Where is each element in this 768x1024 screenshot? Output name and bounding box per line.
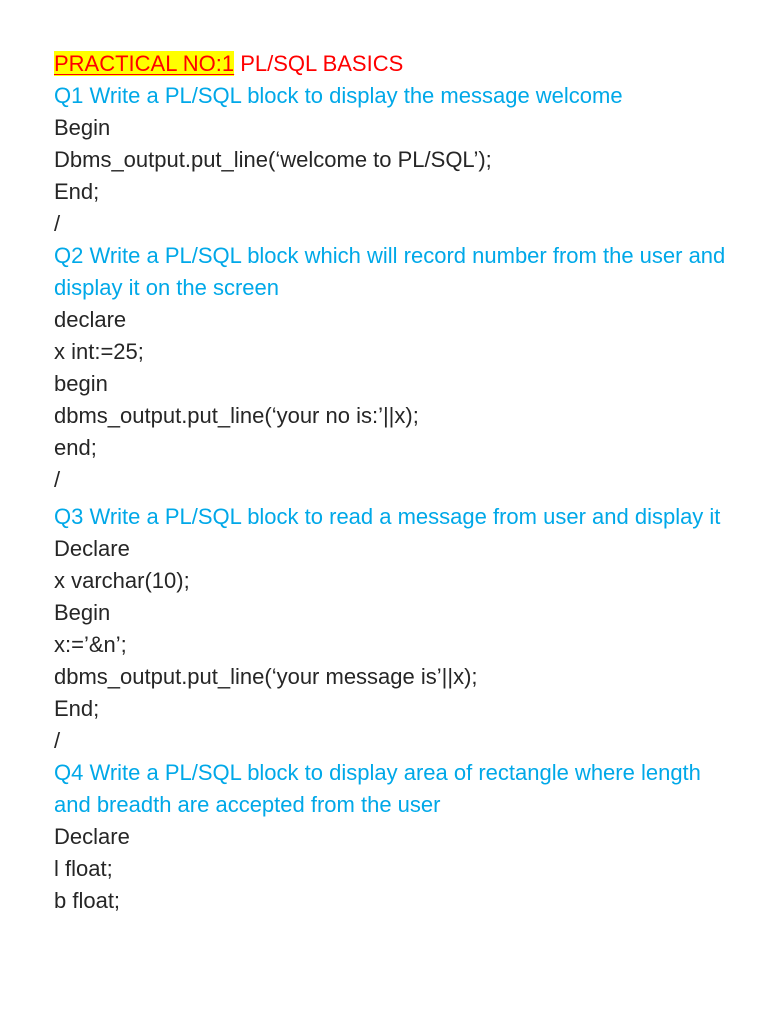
code-line: Begin [54, 115, 111, 140]
code-line: l float; [54, 856, 113, 881]
question-section-4: Q4 Write a PL/SQL block to display area … [54, 757, 734, 917]
question-2-text: Q2 Write a PL/SQL block which will recor… [54, 243, 726, 300]
code-line: x int:=25; [54, 339, 144, 364]
question-section-1: Q1 Write a PL/SQL block to display the m… [54, 80, 734, 240]
code-line: begin [54, 371, 108, 396]
code-terminator: / [54, 211, 61, 236]
code-terminator: / [54, 467, 61, 492]
question-1-text: Q1 Write a PL/SQL block to display the m… [54, 83, 623, 108]
code-line: declare [54, 307, 127, 332]
code-line: Declare [54, 536, 130, 561]
code-terminator: / [54, 728, 61, 753]
code-line: dbms_output.put_line(‘your no is:’||x); [54, 403, 419, 428]
practical-number-highlight: PRACTICAL NO:1 [54, 51, 235, 76]
code-line: Dbms_output.put_line(‘welcome to PL/SQL’… [54, 147, 492, 172]
practical-title: PRACTICAL NO:1 PL/SQL BASICS [54, 48, 734, 80]
question-3-text: Q3 Write a PL/SQL block to read a messag… [54, 504, 721, 529]
code-line: x varchar(10); [54, 568, 190, 593]
question-section-3: Q3 Write a PL/SQL block to read a messag… [54, 501, 734, 757]
code-line: Begin [54, 600, 111, 625]
question-section-2: Q2 Write a PL/SQL block which will recor… [54, 240, 734, 496]
practical-topic: PL/SQL BASICS [234, 51, 404, 76]
code-line: Declare [54, 824, 130, 849]
code-line: x:=’&n’; [54, 632, 127, 657]
code-line: End; [54, 696, 100, 721]
code-line: dbms_output.put_line(‘your message is’||… [54, 664, 478, 689]
document-content: PRACTICAL NO:1 PL/SQL BASICS Q1 Write a … [54, 48, 734, 917]
code-line: b float; [54, 888, 121, 913]
code-line: end; [54, 435, 97, 460]
question-4-text: Q4 Write a PL/SQL block to display area … [54, 760, 701, 817]
code-line: End; [54, 179, 100, 204]
